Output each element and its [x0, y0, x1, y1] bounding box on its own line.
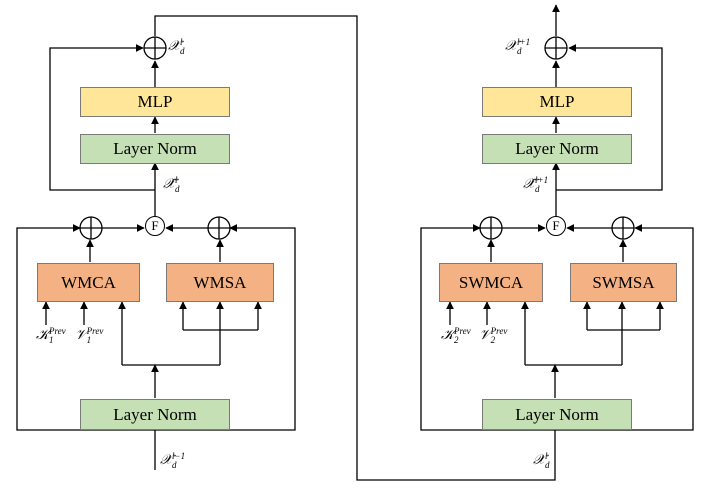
- left-layer-norm-top: Layer Norm: [80, 134, 230, 164]
- right-layer-norm-top: Layer Norm: [482, 134, 632, 164]
- left-layer-norm-bottom: Layer Norm: [80, 399, 230, 430]
- left-fusion-node: F: [145, 216, 165, 236]
- right-layer-norm-bottom: Layer Norm: [482, 399, 632, 430]
- right-plus-nodes: [479, 36, 635, 240]
- right-swmca-box: SWMCA: [439, 263, 543, 302]
- left-block-lines: [16, 15, 556, 481]
- left-plus-nodes: [79, 36, 231, 240]
- right-fusion-node: F: [546, 216, 566, 236]
- left-wmca-box: WMCA: [37, 263, 140, 302]
- left-wmsa-box: WMSA: [166, 263, 274, 302]
- right-block-lines: [420, 4, 694, 431]
- left-mlp-box: MLP: [80, 87, 230, 117]
- right-mlp-box: MLP: [482, 87, 632, 117]
- right-swmsa-box: SWMSA: [570, 263, 677, 302]
